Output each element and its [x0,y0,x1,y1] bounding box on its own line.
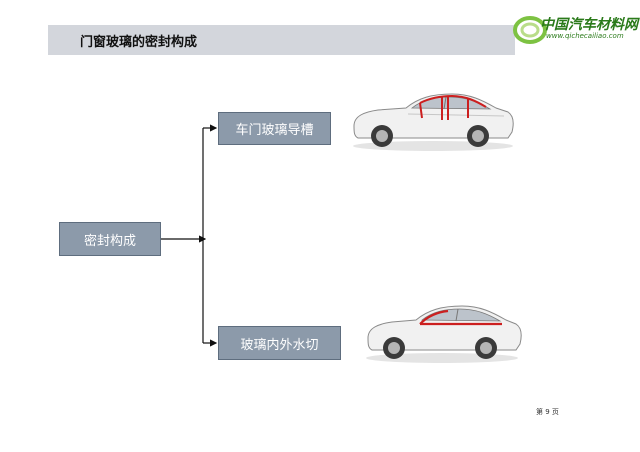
car-beltline-image [366,305,522,363]
branch-node-beltline: 玻璃内外水切 [218,326,341,360]
channel-highlight [419,94,487,120]
page-number: 第 9 页 [536,408,559,416]
root-node: 密封构成 [59,222,161,256]
logo-ring-icon [513,16,547,44]
logo-name: 中国汽车材料网 [540,17,638,33]
title-bar: 门窗玻璃的密封构成 [48,25,515,55]
logo-url: www.qichecailiao.com [546,32,624,40]
branch-node-channel: 车门玻璃导槽 [218,112,331,145]
site-logo: 中国汽车材料网 www.qichecailiao.com [512,12,638,48]
car-channel-image [353,93,514,151]
page-title: 门窗玻璃的密封构成 [80,35,198,50]
beltline-highlight [419,309,502,326]
